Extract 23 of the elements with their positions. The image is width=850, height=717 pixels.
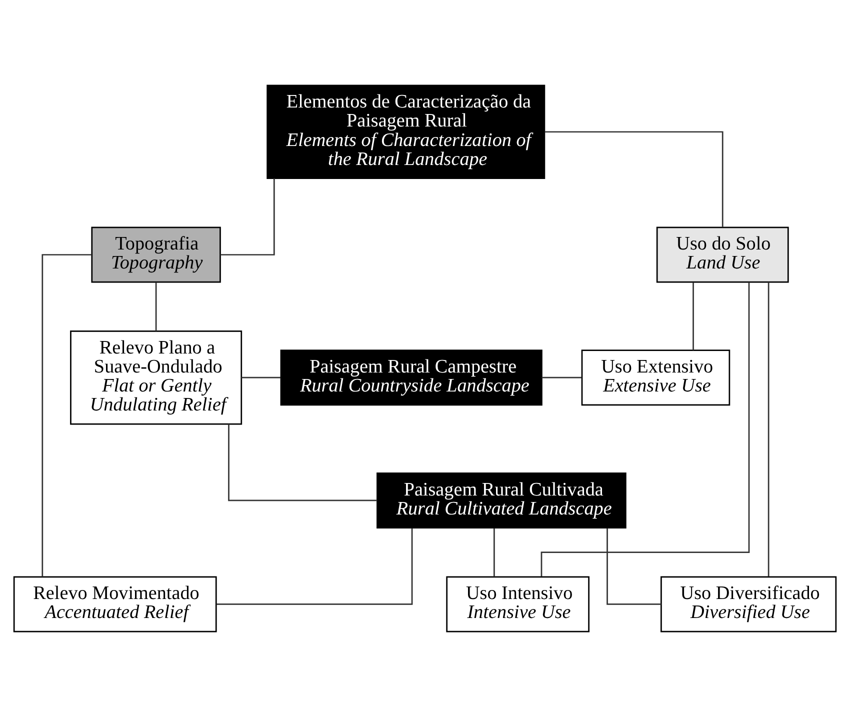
connector bbox=[606, 528, 662, 605]
node-box: Paisagem Rural Cultivada Rural Cultivated Landscape bbox=[376, 472, 626, 528]
node-box: Uso Diversificado Diversified Use bbox=[660, 576, 837, 632]
connector bbox=[216, 528, 413, 605]
connector bbox=[542, 376, 582, 378]
node-box: Relevo Movimentado Accentuated Relief bbox=[13, 576, 217, 632]
connector bbox=[228, 424, 378, 502]
node-box: Uso Extensivo Extensive Use bbox=[581, 350, 730, 406]
connector bbox=[494, 528, 495, 577]
connector bbox=[220, 178, 275, 256]
connector bbox=[241, 376, 281, 378]
node-box: Elementos de Caracterização da Paisagem Rural Elements of Characterization of the Rural Landscape bbox=[266, 84, 546, 179]
node-box: Paisagem Rural Campestre Rural Countryside Landscape bbox=[280, 350, 542, 406]
connector bbox=[42, 254, 92, 577]
node-box: Topografia Topography bbox=[91, 226, 221, 283]
connector bbox=[544, 131, 724, 227]
node-box: Uso do Solo Land Use bbox=[656, 226, 789, 283]
connector bbox=[768, 282, 770, 576]
node-box: Uso Intensivo Intensive Use bbox=[446, 576, 590, 632]
node-box: Relevo Plano a Suave-Ondulado Flat or Gently Undulating Relief bbox=[70, 330, 242, 425]
connector bbox=[155, 282, 157, 332]
connector bbox=[540, 282, 750, 576]
connector bbox=[692, 282, 694, 350]
